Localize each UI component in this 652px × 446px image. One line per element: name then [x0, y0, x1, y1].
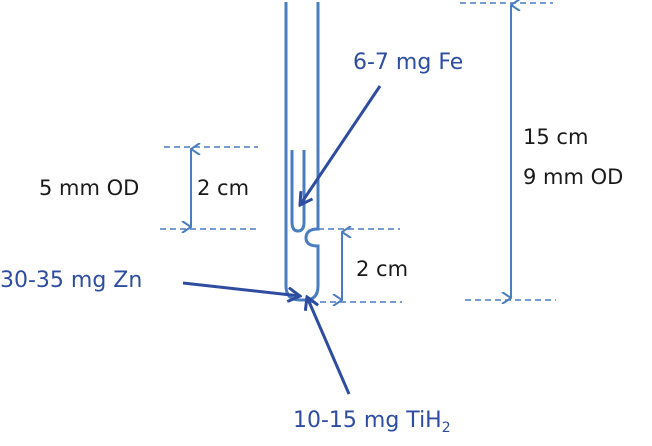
lower-length-dimension [310, 229, 402, 302]
inner-tube [290, 150, 306, 233]
tih2-pointer-arrow [307, 297, 351, 395]
outer-od-label: 9 mm OD [523, 165, 624, 189]
inner-length-label: 2 cm [197, 176, 250, 200]
fe-pointer-arrow [300, 85, 382, 205]
inner-length-dimension [160, 147, 258, 229]
tih2-label-main: 10-15 mg TiH [293, 408, 442, 433]
outer-length-dimension [460, 3, 556, 300]
zn-label: 30-35 mg Zn [0, 268, 143, 293]
zn-pointer-arrow [182, 281, 300, 296]
fe-label: 6-7 mg Fe [353, 50, 464, 75]
inner-od-label: 5 mm OD [39, 176, 140, 200]
tih2-label: 10-15 mg TiH2 [293, 408, 451, 436]
outer-length-label: 15 cm [523, 125, 589, 149]
lower-length-label: 2 cm [356, 257, 409, 281]
tih2-label-subscript: 2 [441, 420, 451, 436]
